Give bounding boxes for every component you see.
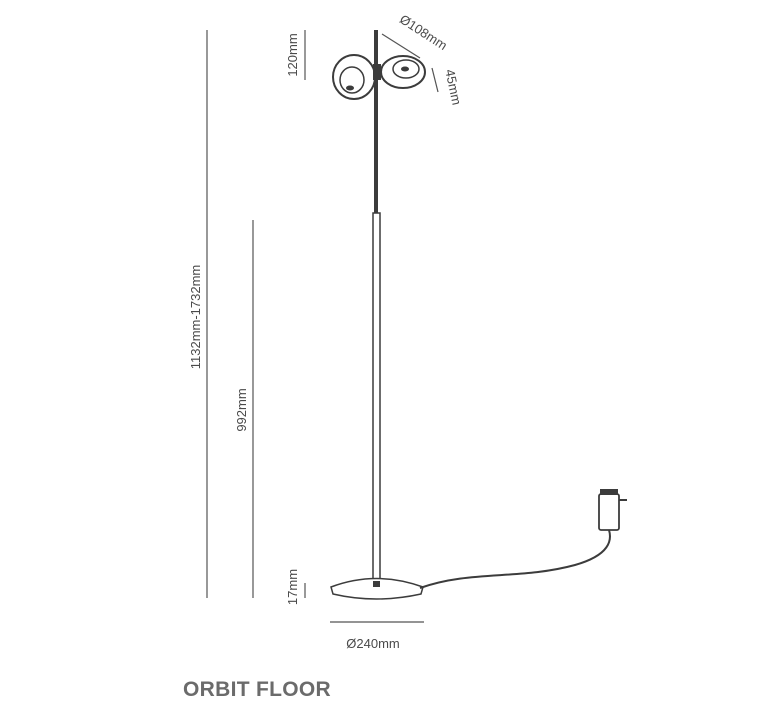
floor-lamp	[330, 30, 627, 600]
dimension-lines	[206, 30, 439, 623]
left-lamp-head	[332, 54, 376, 100]
base-diameter-label: Ø240mm	[346, 636, 399, 651]
lamp-base	[330, 577, 424, 600]
power-cable	[419, 529, 611, 589]
lower-pole	[372, 212, 381, 585]
base-collar	[373, 581, 380, 587]
power-adapter	[598, 493, 620, 531]
total-height-label: 1132mm-1732mm	[188, 265, 203, 370]
head-height-label: 120mm	[285, 33, 300, 76]
head-depth-dimension-line	[431, 67, 439, 93]
head-diameter-dimension-line	[381, 33, 421, 59]
product-title: ORBIT FLOOR	[183, 678, 331, 701]
head-diameter-label: Ø108mm	[397, 11, 450, 53]
lower-height-label: 992mm	[234, 388, 249, 431]
adapter-plug	[600, 489, 618, 495]
head-mount	[373, 64, 381, 80]
base-thickness-label: 17mm	[285, 569, 300, 605]
right-lamp-head	[380, 55, 426, 89]
head-depth-label: 45mm	[442, 68, 464, 106]
